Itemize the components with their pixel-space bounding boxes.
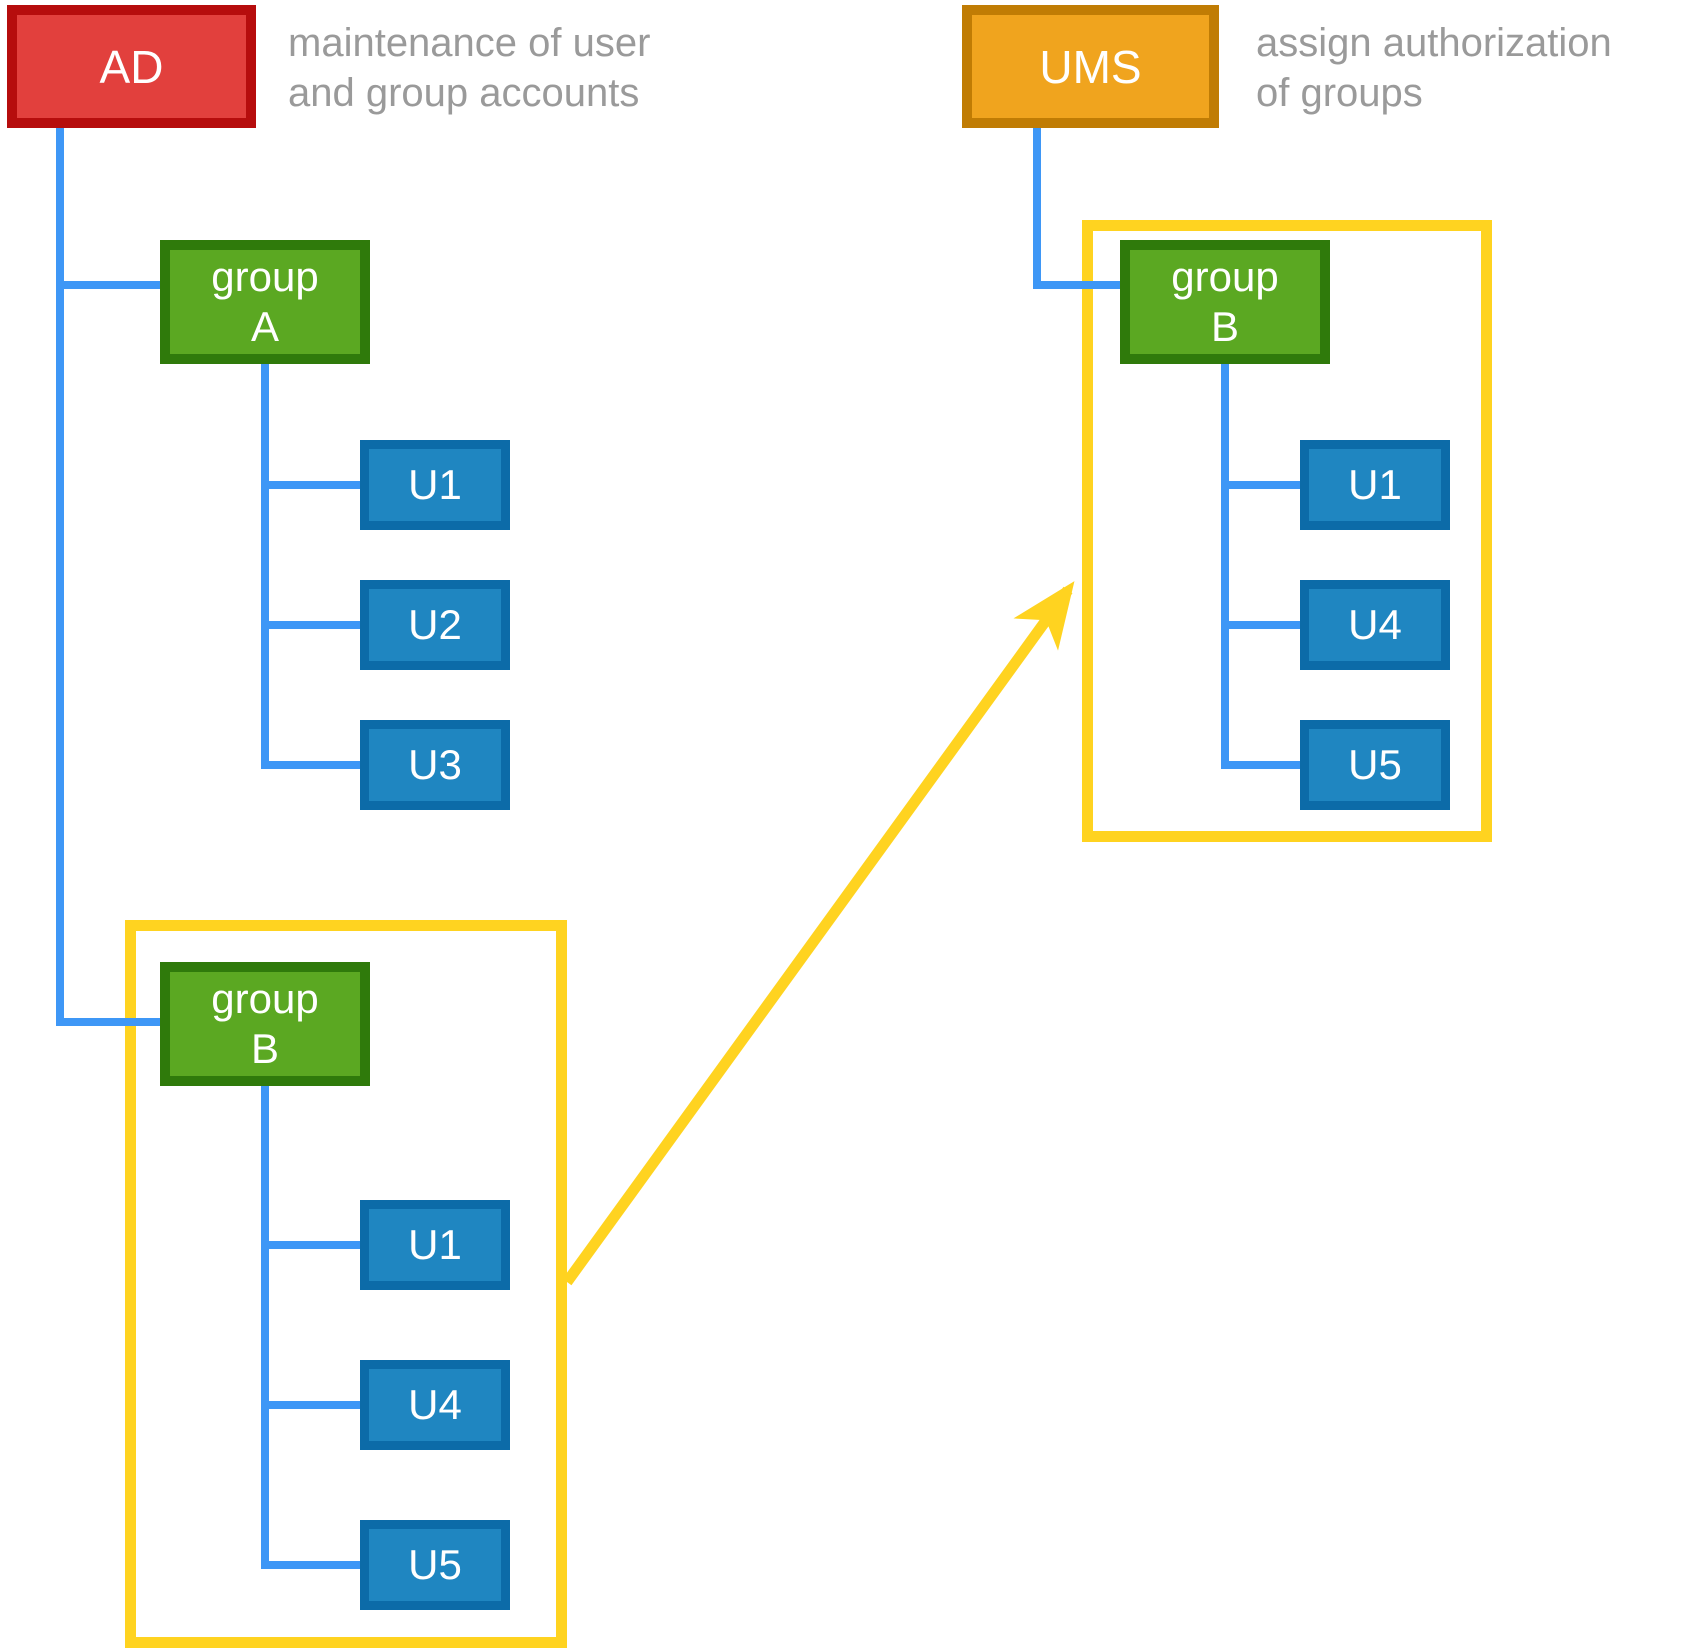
- ums-caption-line1: assign authorization: [1256, 21, 1612, 65]
- ad-caption-line1: maintenance of user: [288, 21, 651, 65]
- ums-caption-line2: of groups: [1256, 71, 1423, 115]
- ums-caption: assign authorization of groups: [1256, 18, 1612, 118]
- group-a-label-line2: A: [250, 303, 279, 350]
- connector-left-group-b-trunk: [261, 1086, 269, 1569]
- user-node-left-group-b-u1: U1: [360, 1200, 510, 1290]
- group-a-label-line1: group: [211, 253, 319, 300]
- connector-ums-to-group-b: [1033, 281, 1120, 289]
- ums-node: UMS: [962, 5, 1219, 128]
- connector-left-group-b-to-u1: [261, 1241, 360, 1249]
- right-group-b-node: group B: [1120, 240, 1330, 364]
- right-group-b-container-frame: [1082, 220, 1492, 842]
- user-node-right-group-b-u5: U5: [1300, 720, 1450, 810]
- user-node-group-a-u2: U2: [360, 580, 510, 670]
- group-a-node: group A: [160, 240, 370, 364]
- user-node-left-group-b-u4: U4: [360, 1360, 510, 1450]
- user-node-right-group-b-u1: U1: [1300, 440, 1450, 530]
- connector-group-a-to-u1: [261, 481, 360, 489]
- ad-caption-line2: and group accounts: [288, 71, 640, 115]
- connector-group-a-to-u2: [261, 621, 360, 629]
- connector-group-a-to-u3: [261, 761, 360, 769]
- connector-ad-to-group-a: [56, 281, 160, 289]
- user-node-group-a-u3: U3: [360, 720, 510, 810]
- connector-right-group-b-to-u1: [1221, 481, 1300, 489]
- ad-node: AD: [7, 5, 256, 128]
- connector-group-a-trunk: [261, 364, 269, 769]
- connector-left-group-b-to-u4: [261, 1401, 360, 1409]
- left-group-b-node: group B: [160, 962, 370, 1086]
- user-node-left-group-b-u5: U5: [360, 1520, 510, 1610]
- connector-left-group-b-to-u5: [261, 1561, 360, 1569]
- left-group-b-container-frame: [125, 920, 567, 1648]
- connector-right-group-b-trunk: [1221, 364, 1229, 769]
- connector-ad-to-group-b: [56, 1018, 160, 1026]
- connector-right-group-b-to-u5: [1221, 761, 1300, 769]
- connector-ad-trunk: [56, 128, 64, 1026]
- connector-ums-trunk: [1033, 128, 1041, 289]
- right-group-b-label-line1: group: [1171, 253, 1279, 300]
- left-group-b-label-line2: B: [250, 1025, 279, 1072]
- right-group-b-label-line2: B: [1210, 303, 1239, 350]
- connector-right-group-b-to-u4: [1221, 621, 1300, 629]
- left-group-b-label-line1: group: [211, 975, 319, 1022]
- user-node-right-group-b-u4: U4: [1300, 580, 1450, 670]
- ad-caption: maintenance of user and group accounts: [288, 18, 650, 118]
- user-node-group-a-u1: U1: [360, 440, 510, 530]
